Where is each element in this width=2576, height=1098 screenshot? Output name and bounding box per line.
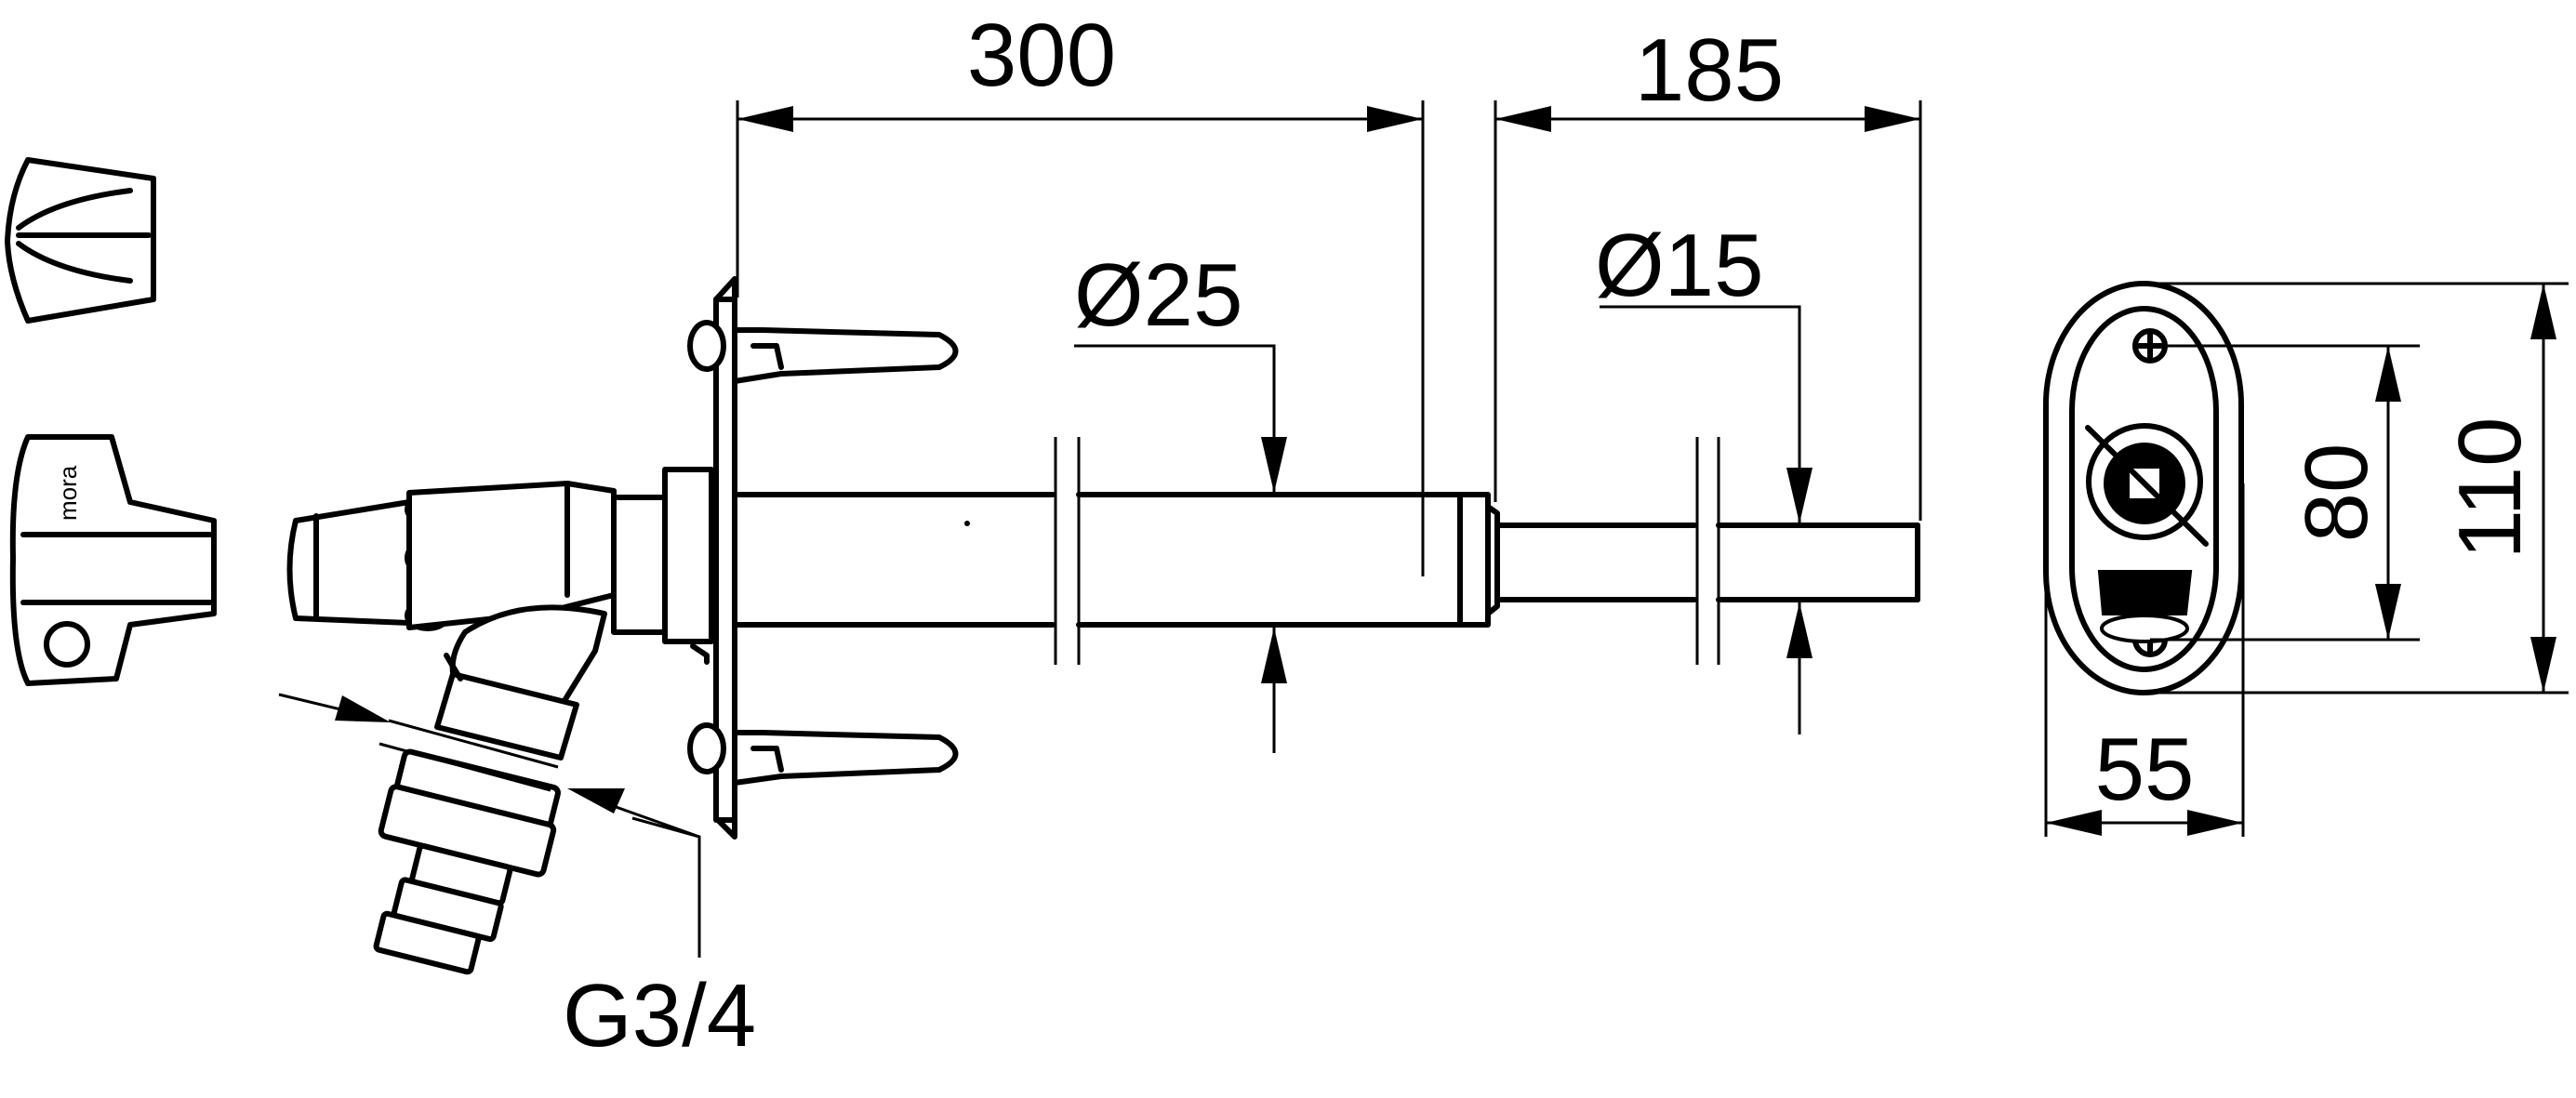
handle-side-view: mora [9,434,217,686]
dim-110-label: 110 [2440,417,2540,559]
dim-300-label: 300 [967,6,1116,105]
thread-label: G3/4 [563,966,756,1065]
wall-flange [687,276,959,840]
brand-label: mora [54,465,82,521]
dim-55-label: 55 [2095,720,2195,819]
dimension-300: 300 [736,6,1425,576]
dimension-55: 55 [2044,483,2245,837]
front-view [2043,281,2244,695]
thread-line-lower [378,742,551,792]
thread-line-upper [388,719,559,769]
dimension-dia-25: Ø25 [1074,245,1287,753]
dimension-80: 80 [2150,344,2420,642]
dimension-dia-15: Ø15 [1595,216,1812,734]
valve-body [286,467,714,761]
dimension-185: 185 [1494,20,1922,521]
pipe-15 [1494,437,1920,665]
dimension-110: 110 [2139,282,2569,695]
dim-80-label: 80 [2287,443,2386,543]
hose-connector [373,748,561,975]
handle-top-view [5,157,156,324]
pipe-25 [732,437,1500,665]
dim-185-label: 185 [1635,20,1784,120]
dia-25-label: Ø25 [1074,245,1242,345]
dia-15-label: Ø15 [1595,216,1763,315]
